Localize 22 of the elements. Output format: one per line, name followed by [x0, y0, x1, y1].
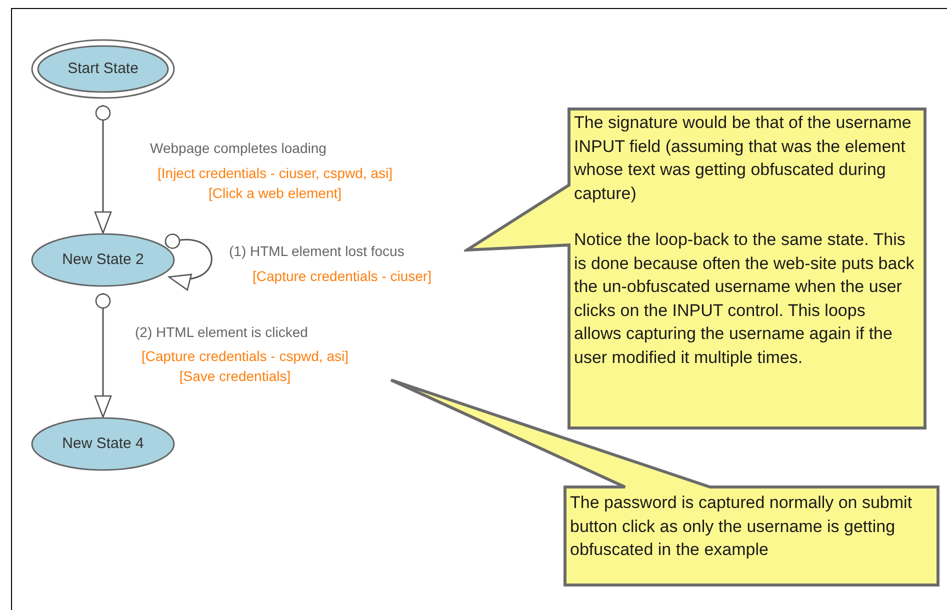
edge-label: (2) HTML element is clicked: [135, 324, 308, 340]
speech-callout: [464, 107, 927, 430]
note-text: Notice the loop-back to the same state. This is done because often the web-site puts back the un-obfuscated username when the user clicks on the INPUT control. This loops allows capturing the username again if the user modified it multiple times.: [574, 229, 916, 368]
state-ellipse: [31, 417, 175, 471]
transition-arrow: [94, 105, 112, 234]
state-name: Start State: [68, 58, 138, 79]
transition-arrow: [94, 293, 112, 418]
start-state-ellipse: [31, 39, 175, 99]
action-label: [Inject credentials - ciuser, cspwd, asi]: [158, 165, 392, 181]
note-text: The password is captured normally on submit button click as only the username is getting obfuscated in the example: [570, 492, 914, 561]
state-name: New State 2: [62, 250, 144, 270]
state-ellipse: [31, 233, 175, 287]
action-label: [Click a web element]: [208, 185, 342, 201]
action-label: [Capture credentials - ciuser]: [252, 268, 432, 284]
action-label: [Capture credentials - cspwd, asi]: [142, 348, 348, 364]
state-name: New State 4: [62, 434, 144, 454]
speech-callout: [388, 377, 940, 587]
note-text: The signature would be that of the username INPUT field (assuming that was the element whose text was getting obfuscated during capture): [574, 112, 912, 204]
edge-label: (1) HTML element lost focus: [229, 243, 404, 259]
edge-label: Webpage completes loading: [150, 140, 326, 156]
transition-arrow: [164, 234, 212, 289]
action-label: [Save credentials]: [179, 368, 291, 384]
